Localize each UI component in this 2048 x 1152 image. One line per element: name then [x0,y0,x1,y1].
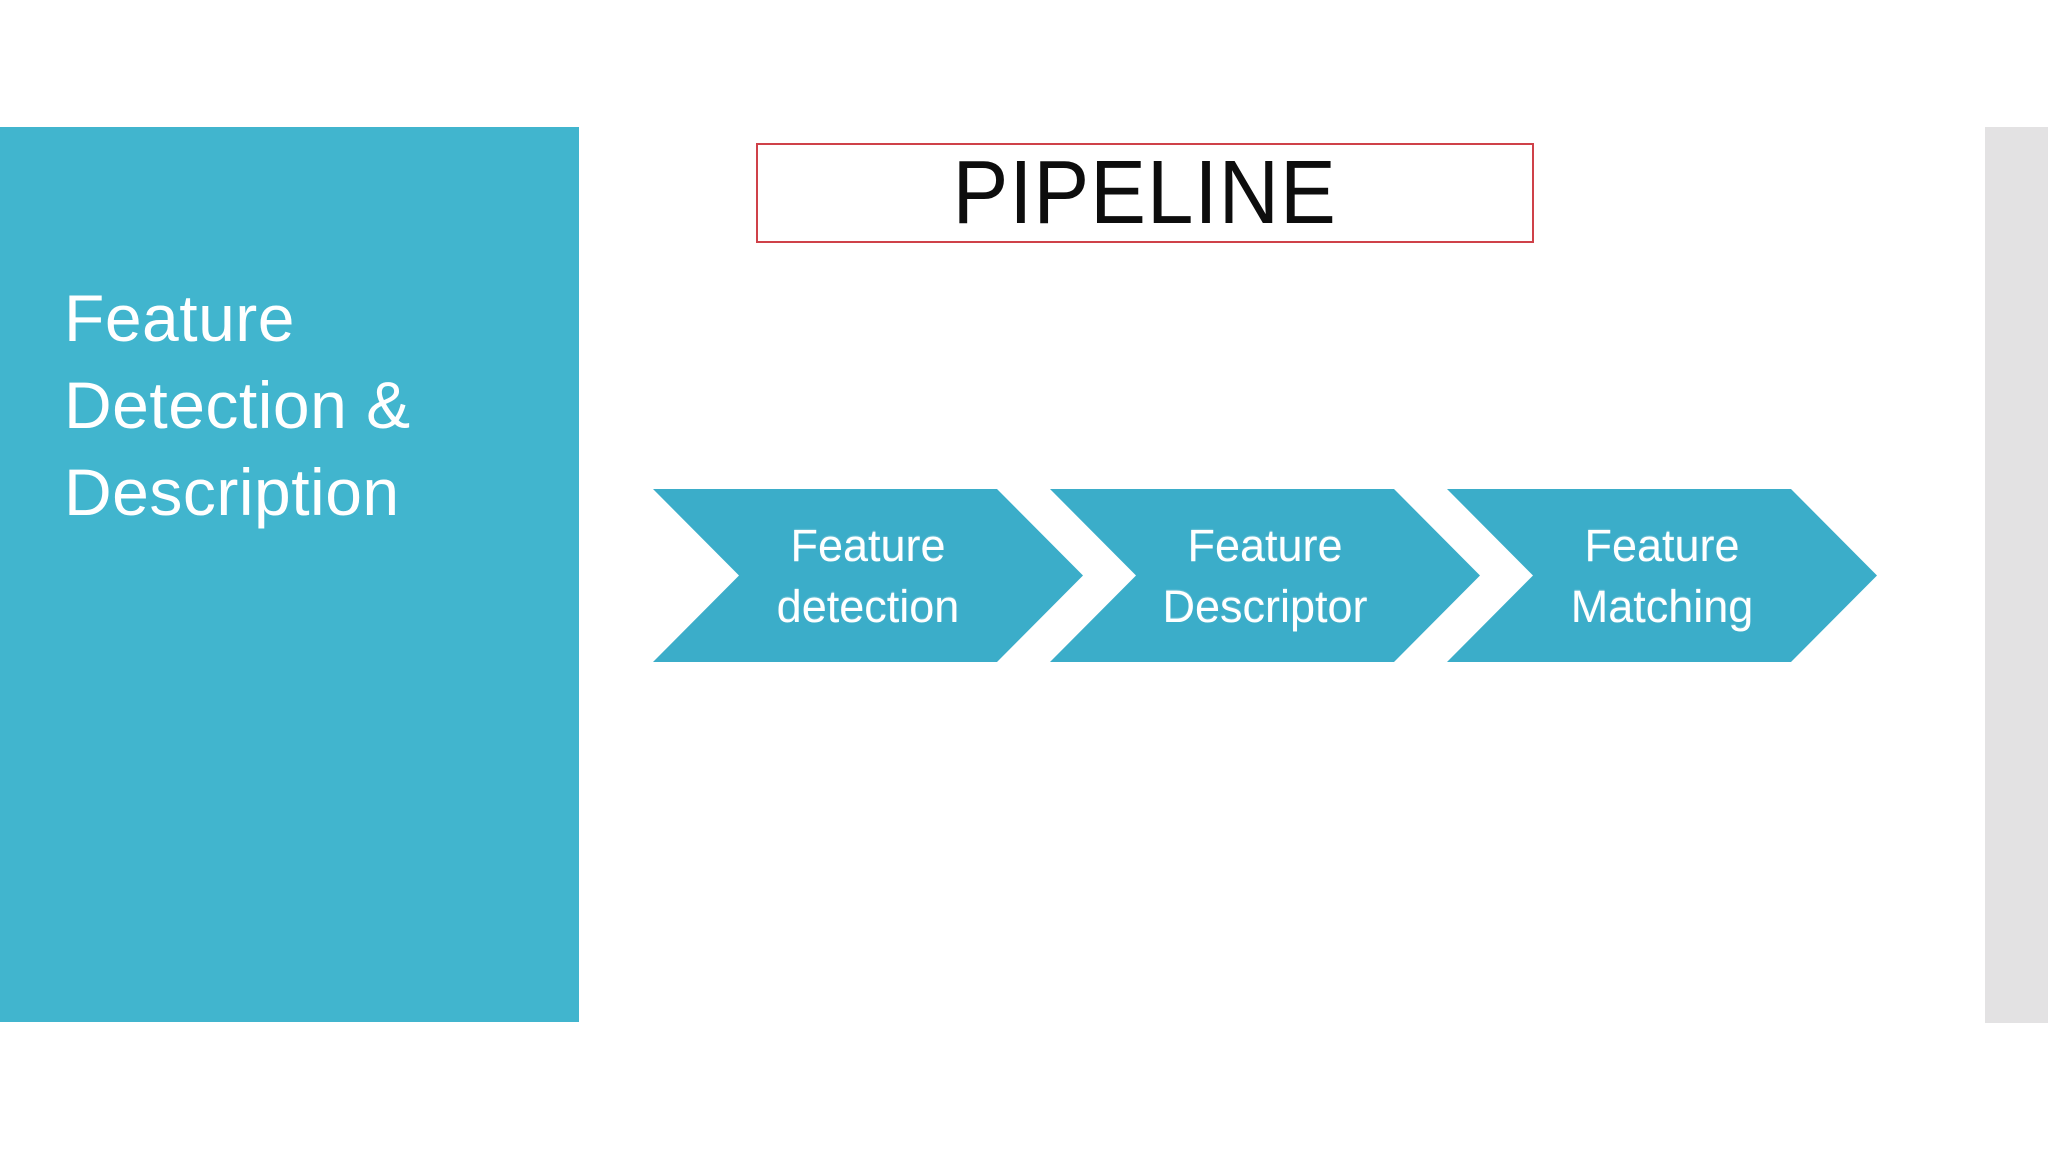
pipeline-chevron-feature-matching: Feature Matching [1447,489,1877,662]
chevron-label-line-1: Feature [790,519,946,571]
sidebar-title-line-3: Description [64,455,400,529]
sidebar-title-line-2: Detection & [64,368,411,442]
sidebar-title-line-1: Feature [64,281,295,355]
sidebar-title: Feature Detection & Description [64,275,411,536]
chevron-label-line-2: detection [776,580,960,632]
sidebar-panel: Feature Detection & Description [0,127,579,1022]
slide-title-box: PIPELINE [756,143,1534,243]
chevron-label-line-1: Feature [1584,519,1740,571]
chevron-label-line-2: Matching [1570,580,1754,632]
pipeline-chevron-feature-detection: Feature detection [653,489,1083,662]
slide-right-edge-strip [1985,127,2048,1023]
pipeline-chevron-feature-descriptor: Feature Descriptor [1050,489,1480,662]
chevron-label-line-2: Descriptor [1162,580,1368,632]
chevron-label-line-1: Feature [1187,519,1343,571]
slide-title: PIPELINE [952,142,1338,243]
